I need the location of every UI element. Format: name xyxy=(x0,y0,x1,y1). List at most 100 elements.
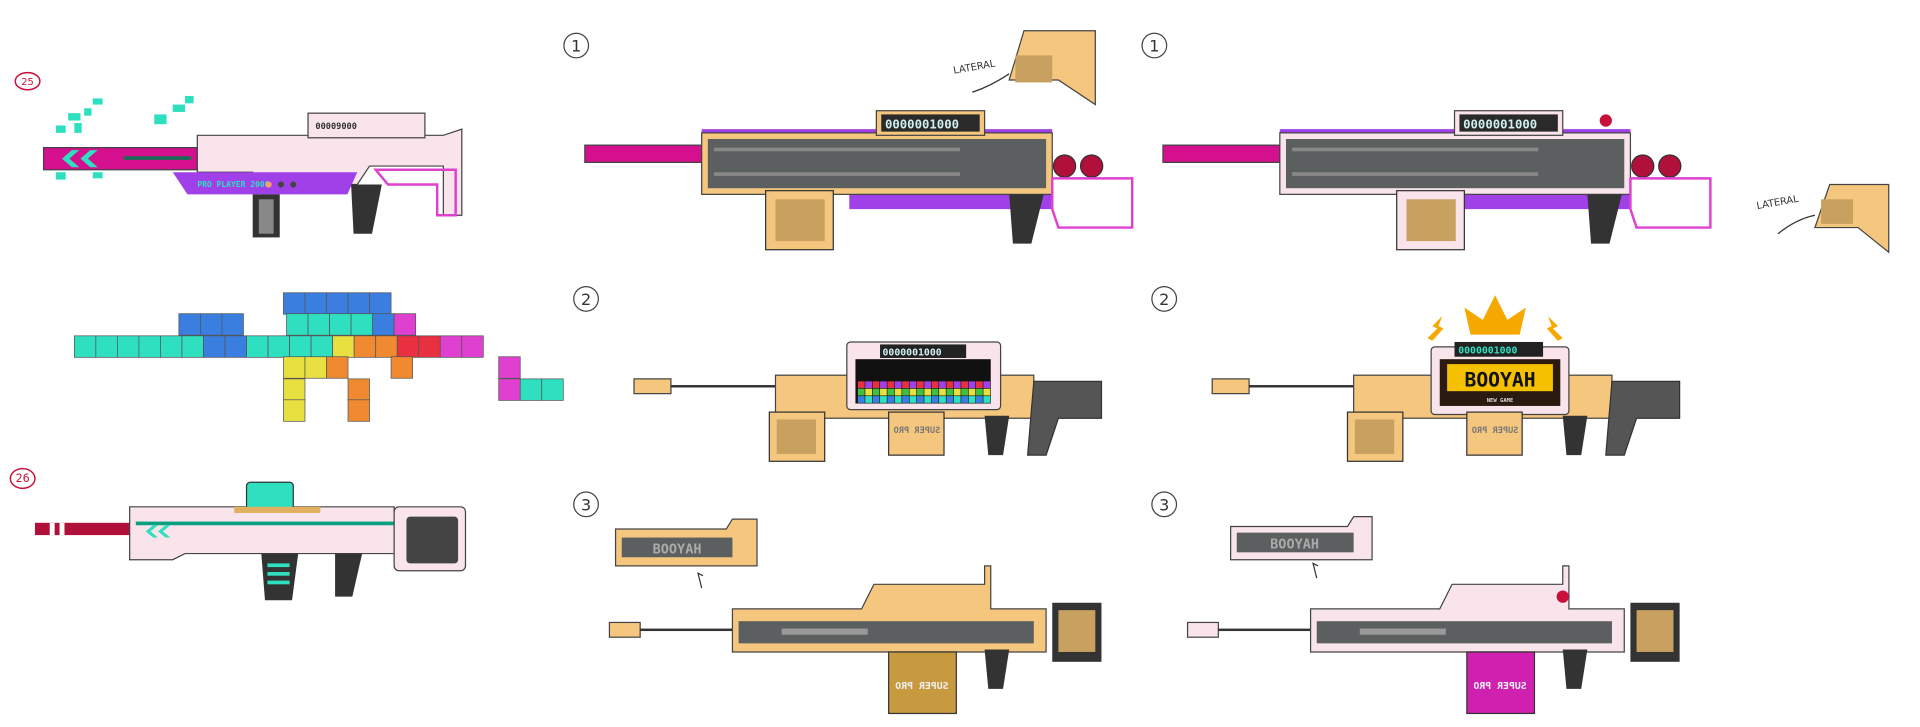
gun-step-1-variant-a: 0000001000 LATERAL xyxy=(584,30,1134,251)
tetris-block xyxy=(350,313,373,336)
gun-step-2-variant-a: 0000001000 SUPER PRO xyxy=(633,341,1103,462)
tetris-block xyxy=(221,313,244,336)
screen-block xyxy=(983,396,991,403)
step-2-label-right: 2 xyxy=(1151,286,1178,312)
svg-text:SUPER PRO: SUPER PRO xyxy=(895,681,948,692)
lateral-part xyxy=(1814,183,1890,254)
screen-block xyxy=(961,381,968,389)
tetris-block xyxy=(498,378,521,401)
svg-text:3: 3 xyxy=(1159,495,1169,514)
screen-block xyxy=(865,388,873,396)
tetris-block xyxy=(283,292,306,315)
svg-text:3: 3 xyxy=(581,495,591,514)
screen-block xyxy=(939,388,946,396)
screen-block xyxy=(902,388,909,396)
tetris-block xyxy=(347,378,370,401)
svg-text:0000001000: 0000001000 xyxy=(1458,346,1517,357)
svg-text:LATERAL: LATERAL xyxy=(952,58,996,76)
tetris-block xyxy=(307,313,330,336)
gun-step-1-variant-b: 0000001000 LATERAL xyxy=(1162,110,1890,254)
tetris-block xyxy=(138,335,161,358)
screen-block xyxy=(924,388,932,396)
tetris-block xyxy=(372,313,395,336)
gun-step-3-variant-b: BOOYAH SUPER PRO xyxy=(1186,516,1680,715)
screen-block xyxy=(887,381,895,389)
screen-block xyxy=(916,396,924,403)
tetris-block xyxy=(439,335,463,358)
step-1-label: 1 xyxy=(563,32,590,59)
screen-block xyxy=(953,388,961,396)
screen-block xyxy=(975,388,983,396)
pixel-particles xyxy=(55,95,194,180)
screen-block xyxy=(916,381,924,389)
tetris-block xyxy=(418,335,441,358)
screen-block xyxy=(894,396,902,403)
screen-block xyxy=(894,381,902,389)
screen-block xyxy=(968,388,976,396)
screen-block xyxy=(865,396,873,403)
tetris-block xyxy=(310,335,334,358)
crown-icon xyxy=(1427,295,1563,341)
concept-26-label: 26 xyxy=(9,467,36,490)
tetris-block xyxy=(200,313,223,336)
screen-block xyxy=(946,381,954,389)
tetris-block xyxy=(160,335,183,358)
screen-block xyxy=(909,388,917,396)
screen-block xyxy=(872,388,880,396)
tetris-block xyxy=(396,335,420,358)
screen-block xyxy=(931,388,939,396)
tetris-block xyxy=(283,356,306,379)
screen-block xyxy=(983,381,991,389)
tetris-block xyxy=(267,335,290,358)
svg-text:2: 2 xyxy=(581,290,591,309)
tetris-block xyxy=(178,313,201,336)
svg-text:0000001000: 0000001000 xyxy=(883,348,942,359)
svg-text:SUPER PRO: SUPER PRO xyxy=(1473,681,1526,692)
gun-25: 00009000 PRO PLAYER 2000 xyxy=(42,95,463,238)
svg-text:1: 1 xyxy=(571,37,581,56)
screen-block xyxy=(909,396,917,403)
tetris-block xyxy=(498,356,521,379)
tetris-block xyxy=(283,378,306,401)
gun-step-2-variant-b: 0000001000 BOOYAH NEW GAME SUPER PRO xyxy=(1211,295,1681,462)
screen-block xyxy=(975,396,983,403)
svg-text:1: 1 xyxy=(1149,37,1159,56)
tetris-block xyxy=(353,335,377,358)
tetris-block xyxy=(289,335,312,358)
screen-block xyxy=(880,396,887,403)
screen-block xyxy=(872,381,880,389)
screen-block xyxy=(931,381,939,389)
step-2-label: 2 xyxy=(573,286,599,312)
tetris-block xyxy=(347,399,370,422)
screen-block xyxy=(887,396,895,403)
tetris-block xyxy=(519,378,543,401)
step-1-label-right: 1 xyxy=(1141,32,1168,59)
tetris-block xyxy=(375,335,398,358)
screen-block xyxy=(909,381,917,389)
step-3-label: 3 xyxy=(573,491,599,518)
svg-text:BOOYAH: BOOYAH xyxy=(1464,368,1535,391)
screen-block xyxy=(902,396,909,403)
tetris-block xyxy=(390,356,413,379)
screen-block xyxy=(880,388,887,396)
screen-block xyxy=(946,396,954,403)
screen-block xyxy=(916,388,924,396)
svg-text:2: 2 xyxy=(1159,290,1169,309)
screen-block xyxy=(880,381,887,389)
screen-block xyxy=(939,381,946,389)
screen-block xyxy=(968,381,976,389)
step-3-label-right: 3 xyxy=(1151,491,1178,518)
screen-block xyxy=(924,381,932,389)
screen-block xyxy=(857,396,865,403)
screen-block xyxy=(857,388,865,396)
tetris-block xyxy=(73,335,97,358)
svg-text:BOOYAH: BOOYAH xyxy=(1270,537,1319,553)
tetris-block xyxy=(304,356,327,379)
lateral-part xyxy=(1008,30,1096,106)
tetris-block xyxy=(461,335,484,358)
screen-block xyxy=(924,396,932,403)
tetris-block xyxy=(286,313,309,336)
screen-block xyxy=(983,388,991,396)
tetris-block xyxy=(304,292,327,315)
